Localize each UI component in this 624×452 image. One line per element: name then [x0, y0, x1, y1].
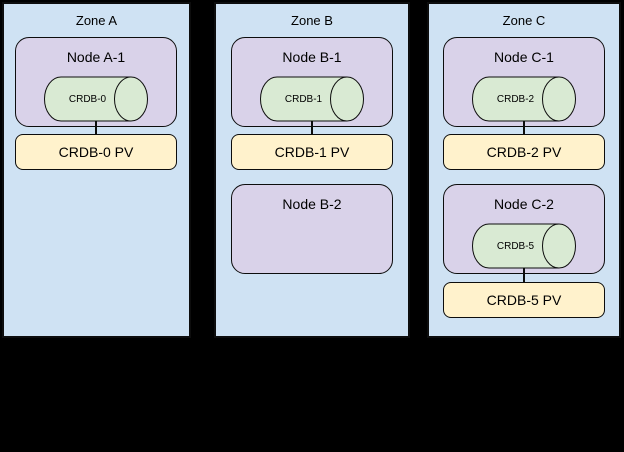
- node-a1-label: Node A-1: [66, 49, 126, 65]
- database-cylinder-icon: [44, 76, 148, 122]
- connector-node-c2-pv: [523, 268, 525, 283]
- node-c1-label: Node C-1: [494, 49, 554, 65]
- pv-label: CRDB-2 PV: [486, 144, 562, 160]
- database-cylinder-icon: [472, 223, 576, 269]
- pod-crdb-0: CRDB-0: [44, 76, 148, 122]
- pod-crdb-5: CRDB-5: [472, 223, 576, 269]
- connector-node-a1-pv: [95, 121, 97, 135]
- node-b2-box: Node B-2: [231, 184, 393, 274]
- pod-crdb-1: CRDB-1: [260, 76, 364, 122]
- pv-label: CRDB-1 PV: [274, 144, 350, 160]
- zone-b-title: Zone B: [291, 13, 333, 28]
- node-c2-label: Node C-2: [494, 196, 554, 212]
- connector-node-c1-pv: [523, 121, 525, 135]
- zone-c-title: Zone C: [502, 13, 546, 28]
- pod-label: CRDB-0: [68, 93, 107, 105]
- pod-label: CRDB-5: [496, 240, 535, 252]
- pod-label: CRDB-1: [284, 93, 323, 105]
- pv-label: CRDB-0 PV: [58, 144, 134, 160]
- zone-a-title: Zone A: [75, 13, 118, 28]
- node-b2-label: Node B-2: [282, 196, 342, 212]
- database-cylinder-icon: [472, 76, 576, 122]
- pv-crdb-2: CRDB-2 PV: [443, 134, 605, 170]
- node-b1-label: Node B-1: [282, 49, 342, 65]
- pv-crdb-1: CRDB-1 PV: [231, 134, 393, 170]
- pod-label: CRDB-2: [496, 93, 535, 105]
- pv-label: CRDB-5 PV: [486, 292, 562, 308]
- pod-crdb-2: CRDB-2: [472, 76, 576, 122]
- pv-crdb-5: CRDB-5 PV: [443, 282, 605, 318]
- connector-node-b1-pv: [311, 121, 313, 135]
- pv-crdb-0: CRDB-0 PV: [15, 134, 177, 170]
- database-cylinder-icon: [260, 76, 364, 122]
